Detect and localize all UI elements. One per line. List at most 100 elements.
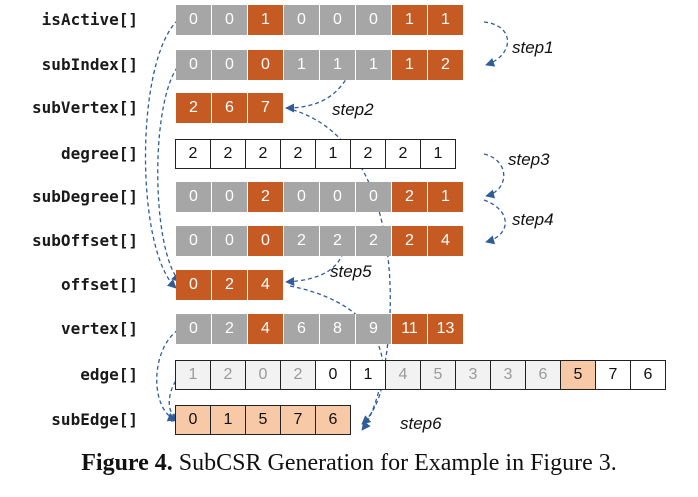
degree-cell: 2 xyxy=(385,139,421,169)
isactive-to-offset-arrow xyxy=(144,19,179,289)
vertex-cell: 6 xyxy=(284,314,320,344)
degree-cell: 2 xyxy=(210,139,246,169)
step4-label: step4 xyxy=(512,210,554,229)
step6-label: step6 xyxy=(400,414,442,433)
step3-label: step3 xyxy=(508,150,550,169)
isactive-cell: 0 xyxy=(212,5,248,35)
edge-cell: 2 xyxy=(210,360,246,390)
subdegree-label: subDegree[] xyxy=(32,187,138,206)
vertex-cell: 11 xyxy=(392,314,428,344)
subindex-to-offset-arrow xyxy=(157,61,183,283)
edge-cell: 1 xyxy=(175,360,211,390)
step5-arrow xyxy=(285,245,346,287)
suboffset-cell: 0 xyxy=(212,226,248,256)
edge-cell: 3 xyxy=(455,360,491,390)
suboffset-label: subOffset[] xyxy=(32,231,138,250)
subdegree-cell: 0 xyxy=(356,182,392,212)
degree-cell: 2 xyxy=(280,139,316,169)
edge-cell: 2 xyxy=(280,360,316,390)
vertex-to-subedge-arrow xyxy=(156,329,179,422)
vertex-label: vertex[] xyxy=(60,319,138,338)
vertex-cell: 13 xyxy=(428,314,464,344)
edge-cell: 3 xyxy=(490,360,526,390)
step3-arrow xyxy=(483,153,505,199)
subedge-cell: 0 xyxy=(175,405,211,435)
subindex-cell: 1 xyxy=(392,50,428,80)
isactive-cell: 1 xyxy=(392,5,428,35)
degree-cell: 1 xyxy=(420,139,456,169)
edge-cell: 7 xyxy=(595,360,631,390)
suboffset-cell: 2 xyxy=(392,226,428,256)
subedge-cell: 5 xyxy=(245,405,281,435)
edge-cell: 0 xyxy=(245,360,281,390)
offset-cell: 4 xyxy=(248,270,284,300)
subvertex-cell: 2 xyxy=(176,93,212,123)
offset-label: offset[] xyxy=(60,275,138,294)
isactive-cell: 0 xyxy=(176,5,212,35)
subvertex-cell: 6 xyxy=(212,93,248,123)
suboffset-cell: 2 xyxy=(356,226,392,256)
isactive-cell: 1 xyxy=(248,5,284,35)
subdegree-cell: 0 xyxy=(284,182,320,212)
vertex-cell: 9 xyxy=(356,314,392,344)
isactive-cell: 0 xyxy=(356,5,392,35)
subedge-label: subEdge[] xyxy=(51,410,138,429)
vertex-cell: 0 xyxy=(176,314,212,344)
edge-cell: 1 xyxy=(350,360,386,390)
edge-cell: 0 xyxy=(315,360,351,390)
subvertex-cell: 7 xyxy=(248,93,284,123)
subedge-cell: 7 xyxy=(280,405,316,435)
edge-cell: 4 xyxy=(385,360,421,390)
degree-cell: 2 xyxy=(350,139,386,169)
subindex-cell: 1 xyxy=(356,50,392,80)
offset-to-subedge-arrow xyxy=(289,285,384,425)
subdegree-cell: 2 xyxy=(248,182,284,212)
subedge-cell: 6 xyxy=(315,405,351,435)
edge-cell: 6 xyxy=(630,360,666,390)
subindex-cell: 0 xyxy=(176,50,212,80)
isactive-cell: 1 xyxy=(428,5,464,35)
subdegree-cell: 0 xyxy=(212,182,248,212)
subdegree-cell: 0 xyxy=(176,182,212,212)
vertex-cell: 2 xyxy=(212,314,248,344)
suboffset-cell: 0 xyxy=(176,226,212,256)
subdegree-cell: 2 xyxy=(392,182,428,212)
vertex-cell: 4 xyxy=(248,314,284,344)
degree-label: degree[] xyxy=(60,144,138,163)
subvertex-to-subedge-arrow xyxy=(285,107,391,431)
caption-figure-number: Figure 4. xyxy=(81,450,173,476)
subedge-cell: 1 xyxy=(210,405,246,435)
suboffset-cell: 2 xyxy=(284,226,320,256)
subindex-cell: 1 xyxy=(284,50,320,80)
degree-cell: 2 xyxy=(175,139,211,169)
offset-cell: 0 xyxy=(176,270,212,300)
subindex-cell: 0 xyxy=(212,50,248,80)
suboffset-cell: 4 xyxy=(428,226,464,256)
isactive-cell: 0 xyxy=(320,5,356,35)
subindex-label: subIndex[] xyxy=(41,55,138,74)
step2-label: step2 xyxy=(332,100,374,119)
subvertex-label: subVertex[] xyxy=(32,98,138,117)
isactive-label: isActive[] xyxy=(41,10,138,29)
edge-cell: 5 xyxy=(420,360,456,390)
subindex-cell: 1 xyxy=(320,50,356,80)
isactive-cell: 0 xyxy=(284,5,320,35)
step4-arrow xyxy=(483,199,506,245)
step1-label: step1 xyxy=(512,38,554,57)
subindex-cell: 0 xyxy=(248,50,284,80)
vertex-cell: 8 xyxy=(320,314,356,344)
caption-text: SubCSR Generation for Example in Figure … xyxy=(172,450,617,476)
degree-cell: 1 xyxy=(315,139,351,169)
subdegree-cell: 0 xyxy=(320,182,356,212)
subdegree-cell: 1 xyxy=(428,182,464,212)
suboffset-cell: 2 xyxy=(320,226,356,256)
